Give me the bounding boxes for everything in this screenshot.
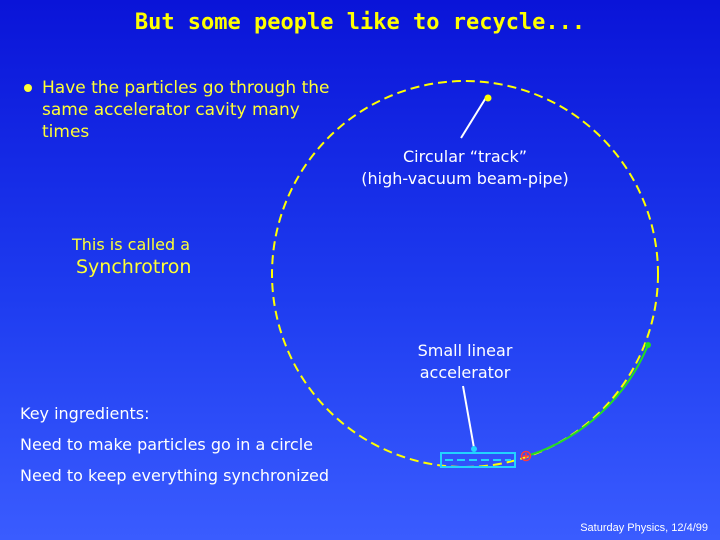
- track-label-line2: (high-vacuum beam-pipe): [361, 169, 569, 188]
- linac-pointer-dot: [471, 446, 477, 452]
- linac-pointer-line: [462, 385, 475, 449]
- synchrotron-name: Synchrotron: [76, 256, 192, 278]
- linac-label-line1: Small linear: [417, 341, 513, 360]
- linac-label-line2: accelerator: [419, 363, 511, 382]
- bullet-text: Have the particles go through the same a…: [42, 78, 330, 142]
- footer: Saturday Physics, 12/4/99: [580, 522, 708, 534]
- track-pointer-line: [460, 95, 488, 139]
- slide-title: But some people like to recycle...: [134, 10, 586, 35]
- synchrotron-intro: This is called a: [72, 235, 191, 254]
- beam-arrow-tip: [645, 342, 651, 348]
- circular-track: [271, 80, 659, 468]
- key-item-circle: Need to make particles go in a circle: [20, 435, 313, 454]
- track-pointer-dot: [484, 94, 492, 102]
- key-heading: Key ingredients:: [20, 404, 150, 423]
- key-item-sync: Need to keep everything synchronized: [20, 466, 329, 485]
- track-label: Circular “track” (high-vacuum beam-pipe): [330, 146, 600, 190]
- linac-label: Small linear accelerator: [405, 340, 525, 384]
- bullet-icon: [24, 84, 32, 92]
- track-label-line1: Circular “track”: [403, 147, 527, 166]
- accelerator-cavity: [440, 452, 516, 468]
- beam-path-arc: [529, 344, 649, 456]
- particle-icon: [520, 450, 532, 462]
